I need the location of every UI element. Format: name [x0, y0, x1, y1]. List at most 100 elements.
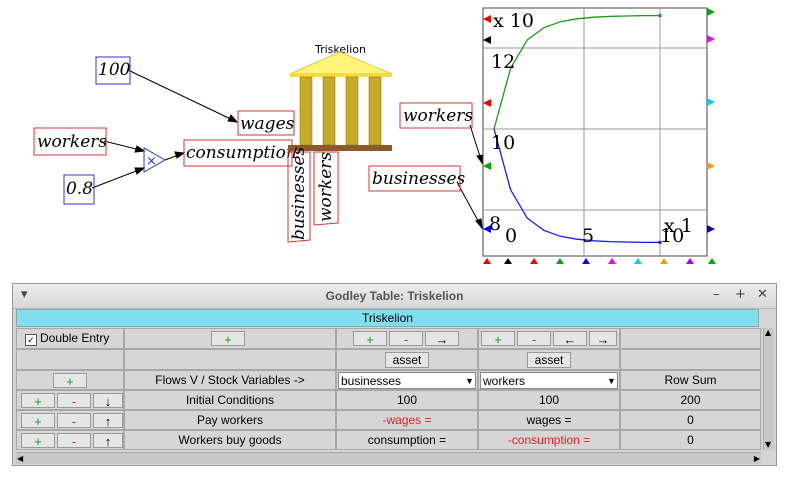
scroll-left-icon[interactable]: ◀: [17, 454, 24, 463]
move-left-button[interactable]: ←: [553, 331, 587, 347]
minimize-icon[interactable]: –: [713, 287, 720, 302]
row-label[interactable]: Workers buy goods: [124, 430, 336, 450]
add-stock-button[interactable]: +: [353, 331, 387, 347]
vertical-scrollbar[interactable]: ▲ ▼: [763, 328, 774, 450]
scroll-down-icon[interactable]: ▼: [765, 440, 772, 449]
wire-08-multiply[interactable]: [91, 167, 145, 189]
plot-series-layer: [493, 14, 662, 244]
plot-widget[interactable]: x 10 x 1 12 10 8 0 5 10: [482, 7, 716, 264]
plot-y-tick: 10: [491, 132, 515, 154]
delete-stock-button[interactable]: -: [517, 331, 551, 347]
move-down-button[interactable]: ↓: [93, 393, 123, 409]
stock-col2-value: workers: [483, 374, 526, 388]
add-column-button[interactable]: +: [211, 331, 245, 347]
variable-100-box[interactable]: [95, 56, 131, 85]
delete-row-button[interactable]: -: [57, 393, 91, 409]
delete-row-button[interactable]: -: [57, 433, 91, 449]
variable-consumption-box[interactable]: [183, 139, 293, 167]
empty-cell: [620, 349, 761, 370]
window-menu-icon[interactable]: ▾: [21, 287, 28, 302]
window-titlebar[interactable]: ▾ Godley Table: Triskelion – + ✕: [13, 284, 776, 309]
flows-stock-label: Flows V / Stock Variables ->: [124, 370, 336, 390]
double-entry-cell[interactable]: ✓Double Entry: [16, 328, 124, 349]
stock-col1-cell: businesses ▼: [336, 370, 478, 390]
rowsum-controls: [620, 328, 761, 349]
maximize-icon[interactable]: +: [735, 287, 746, 302]
plot-y-multiplier: x 10: [493, 10, 534, 32]
delete-stock-button[interactable]: -: [389, 331, 423, 347]
model-canvas[interactable]: 100 workers 0.8 wages consumption × Tris…: [0, 0, 795, 265]
row-label[interactable]: Pay workers: [124, 410, 336, 430]
row-label[interactable]: Initial Conditions: [124, 390, 336, 410]
move-right-button[interactable]: →: [425, 331, 459, 347]
flow-cell[interactable]: 100: [478, 390, 620, 410]
godley-icon[interactable]: Triskelion businesses workers: [287, 43, 393, 243]
add-row-cell: +: [16, 370, 124, 390]
move-up-button[interactable]: ↑: [93, 433, 123, 449]
add-row-button[interactable]: +: [53, 373, 87, 389]
row-controls: +-↑: [16, 430, 124, 450]
asset-type-cell: asset: [336, 349, 478, 370]
plot-y-tick: 8: [489, 213, 501, 235]
arrowhead: [134, 167, 146, 175]
godley-title: Triskelion: [314, 43, 366, 56]
add-row-button[interactable]: +: [21, 393, 55, 409]
flow-header-cell: +: [124, 328, 336, 349]
variable-100[interactable]: 100: [98, 60, 131, 80]
variable-workers[interactable]: workers: [37, 132, 107, 152]
stock-col2-select[interactable]: workers ▼: [480, 372, 618, 389]
variable-08-box[interactable]: [63, 174, 95, 205]
godley-table-window: ▾ Godley Table: Triskelion – + ✕ Triskel…: [12, 283, 777, 466]
arrowhead: [174, 151, 186, 159]
variable-consumption[interactable]: consumption: [186, 143, 297, 163]
scroll-right-icon[interactable]: ▶: [753, 454, 760, 463]
temple-base: [288, 145, 392, 151]
variable-wages-box[interactable]: [237, 110, 295, 136]
horizontal-scrollbar[interactable]: ◀ ▶: [16, 452, 761, 464]
asset-type-button[interactable]: asset: [527, 352, 571, 368]
empty-cell: [124, 349, 336, 370]
row-sum-cell: 200: [620, 390, 761, 410]
arrowhead: [475, 218, 483, 230]
add-stock-button[interactable]: +: [481, 331, 515, 347]
series-endpoint: [658, 240, 662, 244]
plot-input-businesses-box[interactable]: [368, 165, 461, 192]
multiply-operator[interactable]: [143, 147, 167, 173]
flow-cell[interactable]: -wages =: [336, 410, 478, 430]
variable-wages[interactable]: wages: [240, 114, 295, 134]
series-endpoint: [658, 14, 662, 18]
series-line-workers: [493, 14, 660, 130]
stock-businesses[interactable]: businesses: [289, 146, 309, 240]
wire-100-wages[interactable]: [127, 69, 238, 123]
stock-col1-select[interactable]: businesses ▼: [338, 372, 476, 389]
plot-input-businesses[interactable]: businesses: [372, 169, 466, 189]
move-up-button[interactable]: ↑: [93, 413, 123, 429]
add-row-button[interactable]: +: [21, 413, 55, 429]
close-icon[interactable]: ✕: [757, 287, 768, 302]
variable-0.8[interactable]: 0.8: [66, 179, 93, 199]
flow-cell[interactable]: wages =: [478, 410, 620, 430]
stock-workers-box[interactable]: [313, 151, 339, 226]
delete-row-button[interactable]: -: [57, 413, 91, 429]
plot-x-tick: 10: [660, 225, 684, 247]
variable-workers-box[interactable]: [33, 127, 107, 156]
move-right-button[interactable]: →: [589, 331, 617, 347]
row-sum-cell: 0: [620, 410, 761, 430]
flow-cell[interactable]: 100: [336, 390, 478, 410]
stock-col1-value: businesses: [341, 374, 402, 388]
asset-type-button[interactable]: asset: [385, 352, 429, 368]
flow-cell[interactable]: -consumption =: [478, 430, 620, 450]
add-row-button[interactable]: +: [21, 433, 55, 449]
row-sum-cell: 0: [620, 430, 761, 450]
flow-cell[interactable]: consumption =: [336, 430, 478, 450]
plot-input-workers[interactable]: workers: [403, 106, 473, 126]
plot-ports[interactable]: [483, 8, 716, 264]
scroll-up-icon[interactable]: ▲: [765, 328, 772, 337]
plot-x-tick: 5: [582, 225, 594, 247]
plot-input-workers-box[interactable]: [399, 102, 473, 129]
stock-workers[interactable]: workers: [316, 152, 336, 222]
stock-businesses-box[interactable]: [287, 151, 311, 243]
plot-frame: [482, 7, 708, 257]
window-title: Godley Table: Triskelion: [325, 289, 464, 303]
double-entry-checkbox[interactable]: ✓: [25, 334, 37, 346]
